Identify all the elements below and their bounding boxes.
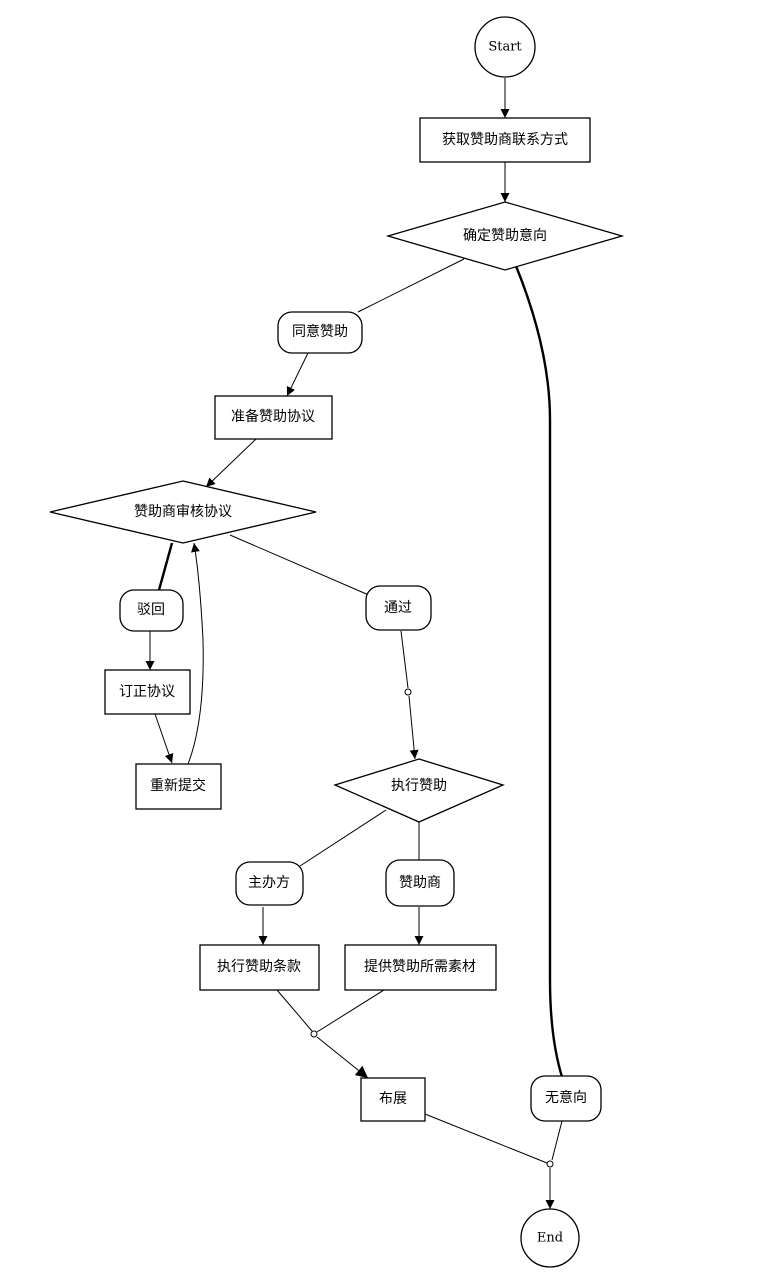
junction-point [546,1160,554,1168]
get-contact-node: 获取赞助商联系方式 [419,117,591,163]
organizer-node: 主办方 [235,861,304,906]
approve-label: 通过 [384,600,412,616]
get-contact-label: 获取赞助商联系方式 [442,132,568,148]
execute-decision: 执行赞助 [333,758,505,823]
edge-junction-to-execute [408,695,419,760]
edge-junction-to-setup [316,1036,369,1079]
edge-approve-to-junction [400,630,409,689]
nodes: Start 获取赞助商联系方式 确定赞助意向 同意赞助 准备赞助协议 赞助商审核… [49,16,625,1268]
edges [145,78,565,1209]
execute-terms-label: 执行赞助条款 [217,958,301,975]
review-agreement-label: 赞助商审核协议 [134,504,232,520]
edge-revise-to-resubmit [154,713,174,764]
approve-node: 通过 [365,585,432,631]
end-node: End [520,1208,580,1268]
edge-prepare-to-review [205,438,257,488]
edge-terms-to-junction [276,989,313,1032]
no-intent-node: 无意向 [530,1075,602,1122]
confirm-intent-decision: 确定赞助意向 [385,201,625,271]
edge-intent-to-no-intent [514,265,565,1081]
organizer-label: 主办方 [248,875,290,891]
end-label: End [537,1231,563,1246]
prepare-agreement-label: 准备赞助协议 [231,408,315,425]
resubmit-label: 重新提交 [150,777,206,794]
edge-intent-to-agree [357,258,465,313]
no-intent-label: 无意向 [545,1089,587,1106]
edge-review-to-reject [157,542,174,591]
confirm-intent-label: 确定赞助意向 [463,227,547,244]
revise-agreement-node: 订正协议 [104,669,191,715]
agree-label: 同意赞助 [292,323,348,340]
execute-terms-node: 执行赞助条款 [199,944,320,991]
sponsor-label: 赞助商 [399,875,441,891]
agree-node: 同意赞助 [277,311,363,354]
reject-node: 驳回 [119,589,184,632]
edge-resubmit-to-review [187,542,204,765]
start-label: Start [488,40,522,55]
reject-label: 驳回 [137,602,165,618]
edge-setup-to-junction [424,1113,548,1164]
provide-materials-node: 提供赞助所需素材 [344,944,497,991]
resubmit-node: 重新提交 [135,763,222,810]
junction-point [404,688,412,696]
revise-agreement-label: 订正协议 [119,684,175,700]
edge-execute-to-organizer [299,809,387,867]
edge-agree-to-prepare [286,352,309,397]
sponsor-node: 赞助商 [385,859,455,907]
edge-materials-to-junction [316,989,385,1033]
review-agreement-decision: 赞助商审核协议 [49,480,317,544]
provide-materials-label: 提供赞助所需素材 [364,959,476,975]
edge-no-intent-to-junction [551,1120,563,1161]
edge-review-to-approve [229,534,372,597]
setup-label: 布展 [379,1091,407,1107]
junction-point [310,1030,318,1038]
prepare-agreement-node: 准备赞助协议 [214,395,333,440]
start-node: Start [474,16,536,78]
execute-label: 执行赞助 [391,778,447,794]
setup-node: 布展 [360,1077,426,1122]
